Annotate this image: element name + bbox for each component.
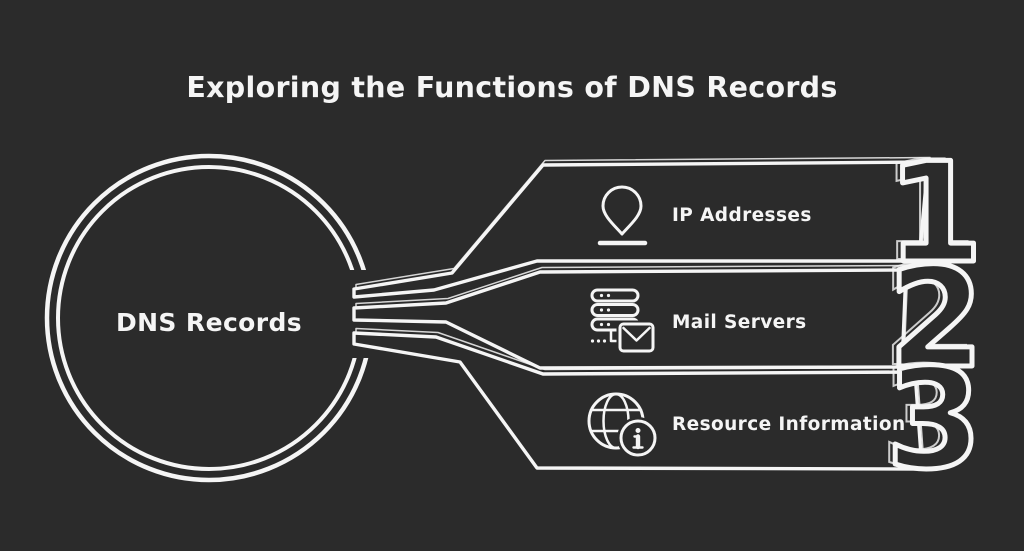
location-pin-icon [597, 185, 648, 246]
dns-hub-circle: DNS Records [44, 153, 380, 483]
mail-server-icon [590, 288, 657, 355]
branch-1-number-badge: 1 [887, 133, 983, 294]
branch-3-number-sketch: 3 [880, 337, 976, 498]
branch-3: Resource Information 3 3 [352, 327, 985, 503]
branch-3-number-badge: 3 [886, 339, 982, 500]
branch-1-label: IP Addresses [672, 205, 812, 226]
hub-label: DNS Records [116, 308, 302, 337]
branch-1: IP Addresses 1 1 [352, 130, 986, 299]
globe-info-icon [587, 392, 659, 459]
page-title: Exploring the Functions of DNS Records [186, 71, 837, 104]
branch-3-label: Resource Information [672, 414, 906, 435]
branch-2-label: Mail Servers [672, 312, 807, 333]
branch-3-banner [352, 331, 924, 471]
branch-1-banner [352, 160, 930, 299]
